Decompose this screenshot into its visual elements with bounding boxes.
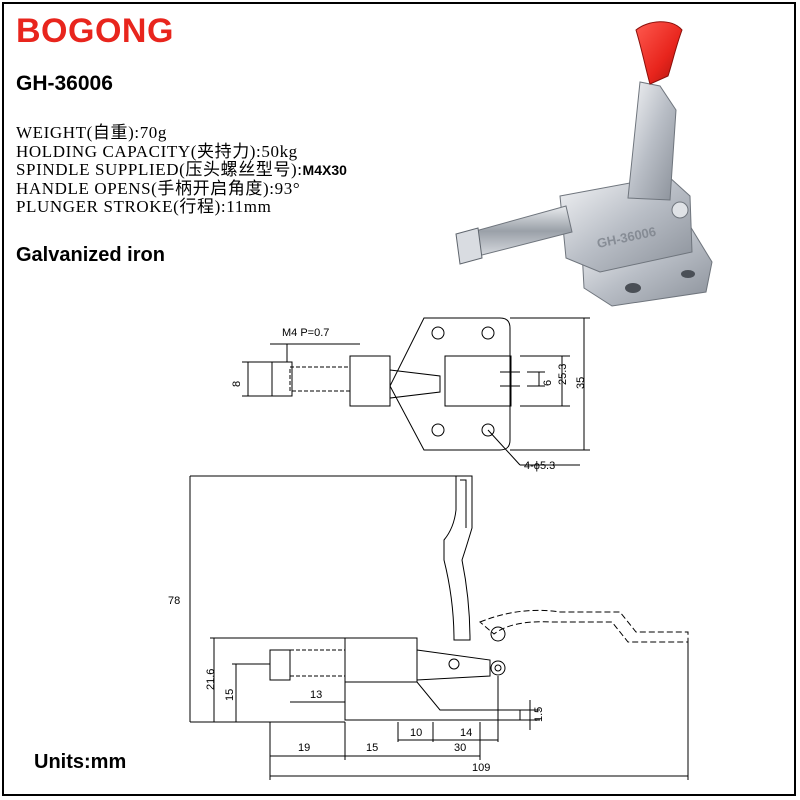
photo-pivot-rivet: [671, 201, 689, 219]
side-base: [344, 681, 521, 721]
side-link: [416, 649, 491, 681]
top-base-plate: [389, 317, 511, 451]
top-hole-3: [431, 423, 445, 437]
top-thread-label: M4 P=0.7: [282, 327, 329, 339]
side-dim-19: 19: [298, 742, 310, 754]
photo-base-hole-2: [681, 270, 695, 278]
photo-handle-grip: [635, 21, 683, 85]
side-body-pin: [448, 658, 460, 670]
photo-base-hole-1: [625, 283, 641, 293]
top-hole-4: [481, 423, 495, 437]
side-dim-10: 10: [410, 727, 422, 739]
side-dim-14: 14: [460, 727, 472, 739]
top-dim-holes: 4-ϕ5.3: [524, 460, 555, 472]
side-link-pin: [490, 660, 506, 676]
side-dim-78: 78: [168, 595, 180, 607]
brand-title: BOGONG: [16, 12, 174, 50]
top-dim-35: 35: [575, 377, 587, 389]
top-spindle: [289, 366, 351, 392]
side-dim-30: 30: [454, 742, 466, 754]
photo-handle: [627, 81, 677, 201]
top-view: [242, 317, 590, 466]
side-dim-13: 13: [310, 689, 322, 701]
side-view: [189, 475, 689, 780]
spec-list: WEIGHT(自重):70g HOLDING CAPACITY(夹持力):50k…: [16, 123, 347, 217]
side-nut: [269, 649, 291, 681]
spec-handle-opens: HANDLE OPENS(手柄开启角度):93°: [16, 178, 301, 198]
side-plunger: [289, 649, 346, 677]
spec-holding-capacity: HOLDING CAPACITY(夹持力):50kg: [16, 141, 298, 161]
top-linkage: [389, 369, 441, 399]
top-dim-25-3: 25.3: [557, 364, 569, 385]
side-dim-15: 15: [366, 742, 378, 754]
side-handle: [443, 475, 473, 641]
side-dim-21-6: 21.6: [205, 669, 217, 690]
top-clevis: [444, 355, 512, 407]
side-dim-109: 109: [472, 762, 490, 774]
side-dim-1-5: 1.5: [533, 707, 545, 722]
top-dim-6: 6: [542, 380, 554, 386]
side-pivot: [490, 626, 506, 642]
spec-plunger-stroke: PLUNGER STROKE(行程):11mm: [16, 197, 272, 216]
side-body: [344, 637, 418, 683]
side-open-handle: [479, 609, 689, 643]
top-hole-2: [481, 326, 495, 340]
side-dim-15-v: 15: [224, 689, 236, 701]
top-body: [349, 355, 391, 407]
top-dim-8: 8: [231, 381, 243, 387]
model-number: GH-36006: [16, 72, 113, 95]
top-nut: [271, 361, 293, 397]
photo-nut: [455, 227, 483, 265]
units-label: Units:mm: [34, 751, 127, 773]
material-label: Galvanized iron: [16, 244, 165, 266]
side-handle-inner: [460, 479, 467, 528]
spec-spindle: SPINDLE SUPPLIED(压头螺丝型号):M4X30: [16, 160, 347, 179]
top-hole-1: [431, 326, 445, 340]
side-link-pin-inner: [494, 664, 502, 672]
spec-weight: WEIGHT(自重):70g: [16, 123, 167, 142]
